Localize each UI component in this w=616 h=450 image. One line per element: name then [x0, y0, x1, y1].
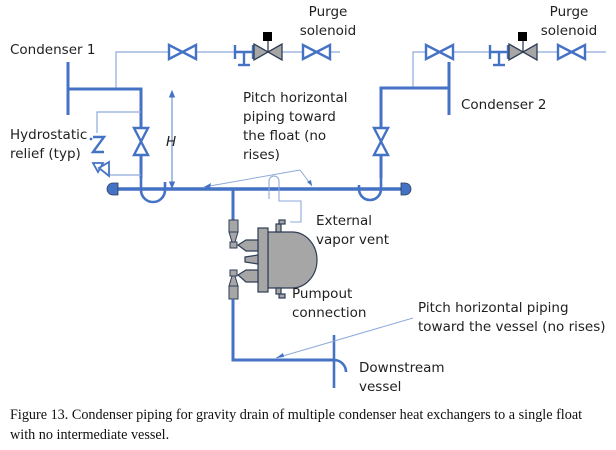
label-pitch-note-bottom: Pitch horizontal piping toward the vesse…: [418, 299, 606, 337]
strainer-icon: [488, 45, 510, 67]
label-line: connection: [292, 305, 367, 321]
label-line: Purge: [308, 4, 348, 20]
label-pitch-note-top: Pitch horizontal piping toward the float…: [243, 89, 348, 165]
isolation-valve-icon[interactable]: [424, 43, 455, 61]
caption-line: with no intermediate vessel.: [10, 427, 170, 443]
label-line: piping toward: [243, 109, 336, 125]
pitch-note-bottom-leader: [275, 317, 414, 359]
downstream-vessel-nozzle: [332, 335, 348, 388]
pitch-note-top-leaders: [203, 169, 313, 188]
leader-arrow-icon: [276, 353, 284, 358]
leader-arrow-icon: [307, 180, 312, 186]
relief-check-icon: [91, 160, 110, 178]
label-line: relief (typ): [10, 146, 81, 162]
label-purge-solenoid-right: Purge solenoid: [524, 3, 614, 41]
float-inlet-valve-icon[interactable]: [228, 219, 239, 249]
label-condenser-2: Condenser 2: [461, 97, 547, 113]
high-side-float-vessel: [236, 219, 318, 299]
label-line: toward the vessel (no rises): [418, 319, 606, 335]
caption-line: Figure 13. Condenser piping for gravity …: [10, 407, 583, 423]
label-line: Pitch horizontal piping: [418, 300, 569, 316]
label-line: solenoid: [540, 23, 598, 39]
label-line: rises): [243, 147, 280, 163]
purge-solenoid-valve-icon[interactable]: [253, 32, 283, 62]
drain-valve-icon[interactable]: [132, 126, 150, 157]
figure-caption: Figure 13. Condenser piping for gravity …: [10, 405, 610, 445]
strainer-icon: [233, 45, 255, 67]
solenoid-actuator-icon: [263, 32, 272, 41]
label-pumpout-connection: Pumpout connection: [292, 285, 366, 323]
drain-valve-icon[interactable]: [372, 126, 390, 157]
label-line: the float (no: [243, 128, 327, 144]
external-vapor-vent-line: [268, 175, 302, 223]
p-trap-right: [357, 178, 383, 202]
isolation-valve-icon[interactable]: [556, 43, 587, 61]
hydrostatic-relief-bypass: [96, 111, 141, 176]
label-line: Pumpout: [292, 286, 353, 302]
leader-arrow-icon: [204, 183, 211, 188]
label-condenser-1: Condenser 1: [10, 42, 96, 58]
isolation-valve-icon[interactable]: [167, 43, 198, 61]
label-hydrostatic-relief: Hydrostatic relief (typ): [10, 126, 87, 164]
hydrostatic-relief-valve-icon[interactable]: [90, 135, 107, 154]
label-line: vapor vent: [316, 232, 390, 248]
label-purge-solenoid-left: Purge solenoid: [283, 3, 373, 41]
header-end-cap-right: [400, 182, 412, 196]
condenser-2-outlet: [379, 62, 451, 178]
p-trap-left: [139, 178, 167, 204]
float-outlet-valve-icon[interactable]: [228, 269, 239, 300]
label-height-h: H: [166, 134, 177, 150]
purge-solenoid-valve-icon[interactable]: [508, 32, 538, 62]
label-downstream-vessel: Downstream vessel: [359, 359, 445, 397]
label-line: Purge: [549, 4, 589, 20]
label-line: External: [316, 213, 373, 229]
height-dimension: [168, 89, 176, 190]
purge-line-right: [412, 51, 606, 88]
header-end-cap-left: [106, 182, 119, 196]
label-line: solenoid: [299, 23, 357, 39]
label-leader-dot: [89, 137, 93, 141]
solenoid-actuator-icon: [518, 32, 527, 41]
label-line: Pitch horizontal: [243, 90, 348, 106]
label-line: Hydrostatic: [10, 127, 88, 143]
label-line: vessel: [359, 379, 402, 395]
label-external-vapor-vent: External vapor vent: [316, 212, 389, 250]
float-outlet-pipe: [231, 299, 334, 362]
isolation-valve-icon[interactable]: [301, 43, 332, 61]
label-line: Downstream: [359, 360, 445, 376]
